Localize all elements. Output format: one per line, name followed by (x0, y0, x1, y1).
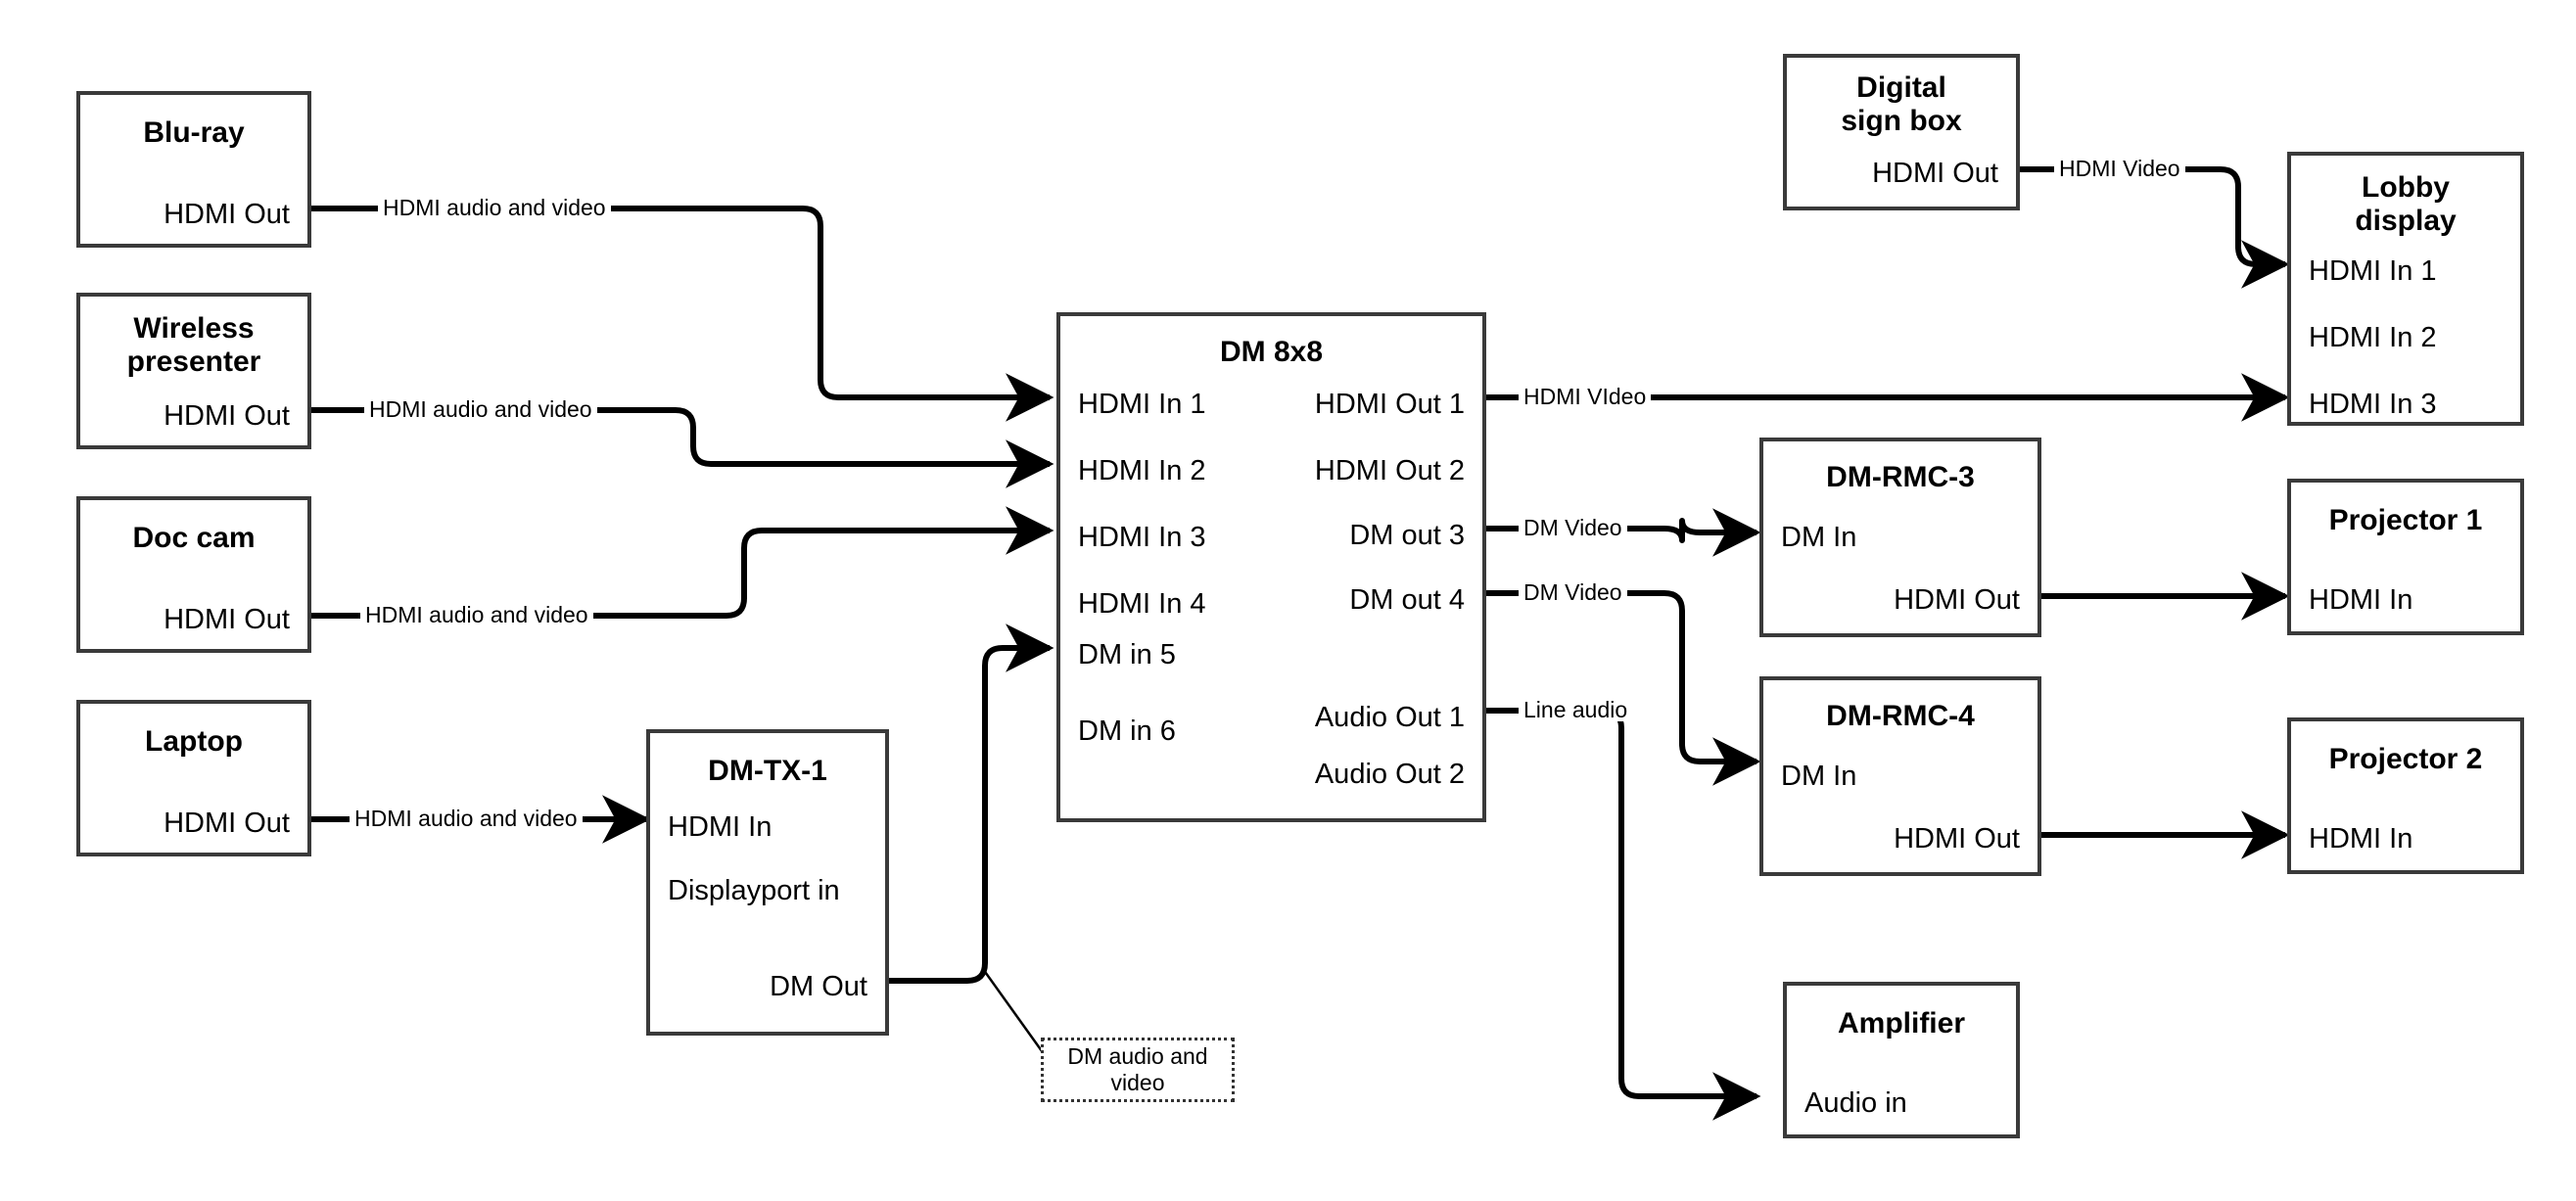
wire-label-bluray-to-dm8x8: HDMI audio and video (378, 197, 611, 219)
note-leader-line (981, 968, 1047, 1056)
port-dm-rmc-4-hdmi-out[interactable]: HDMI Out (1894, 823, 2020, 855)
node-lobby-display-title: Lobby display (2355, 171, 2457, 237)
wire-label-wireless-to-dm8x8: HDMI audio and video (364, 398, 597, 421)
node-doc-cam-title: Doc cam (132, 522, 256, 554)
node-projector-1-title: Projector 1 (2328, 504, 2483, 536)
wire-signbox-to-lobby (2020, 166, 2290, 289)
port-wireless-presenter-hdmi-out[interactable]: HDMI Out (164, 400, 290, 432)
node-projector-1[interactable]: Projector 1 HDMI In (2287, 479, 2524, 635)
port-dm-8x8-hdmi-out-2[interactable]: HDMI Out 2 (1314, 455, 1465, 486)
node-amplifier[interactable]: Amplifier Audio in (1783, 982, 2020, 1138)
node-dm-tx-1-title: DM-TX-1 (708, 755, 827, 787)
node-laptop-title: Laptop (145, 725, 243, 758)
port-projector-1-hdmi-in[interactable]: HDMI In (2309, 584, 2413, 616)
port-laptop-hdmi-out[interactable]: HDMI Out (164, 808, 290, 839)
node-amplifier-title: Amplifier (1837, 1007, 1966, 1039)
node-dm-rmc-3-title: DM-RMC-3 (1826, 461, 1975, 493)
annotation-dm-audio-video-text: DM audio and video (1067, 1042, 1208, 1095)
port-doc-cam-hdmi-out[interactable]: HDMI Out (164, 604, 290, 635)
port-bluray-hdmi-out[interactable]: HDMI Out (164, 199, 290, 230)
wire-label-doccam-to-dm8x8: HDMI audio and video (360, 604, 593, 626)
node-laptop[interactable]: Laptop HDMI Out (76, 700, 311, 856)
port-dm-8x8-audio-out-2[interactable]: Audio Out 2 (1314, 759, 1465, 790)
node-dm-rmc-4-title: DM-RMC-4 (1826, 700, 1975, 732)
port-dm-8x8-dm-in-5[interactable]: DM in 5 (1078, 639, 1176, 670)
port-dm-8x8-audio-out-1[interactable]: Audio Out 1 (1314, 702, 1465, 733)
port-dm-8x8-dm-out-3[interactable]: DM out 3 (1349, 520, 1465, 551)
node-bluray-title: Blu-ray (143, 116, 245, 149)
port-lobby-display-hdmi-in-1[interactable]: HDMI In 1 (2309, 255, 2437, 287)
node-dm-8x8-title: DM 8x8 (1219, 336, 1324, 368)
node-dm-tx-1[interactable]: DM-TX-1 HDMI In Displayport in DM Out (646, 729, 889, 1036)
wire-bluray-to-dm8x8 (311, 206, 1054, 422)
port-dm-rmc-3-dm-in[interactable]: DM In (1781, 522, 1857, 553)
wire-dm8x8-to-amplifier (1486, 708, 1761, 1121)
port-dm-tx-1-hdmi-in[interactable]: HDMI In (668, 811, 773, 843)
port-lobby-display-hdmi-in-2[interactable]: HDMI In 2 (2309, 322, 2437, 353)
port-lobby-display-hdmi-in-3[interactable]: HDMI In 3 (2309, 389, 2437, 420)
node-digital-sign-box-title: Digital sign box (1841, 71, 1962, 137)
wire-dm8x8-to-rmc4 (1486, 590, 1761, 786)
wire-label-dm8x8-to-rmc4: DM Video (1519, 581, 1627, 604)
port-dm-8x8-hdmi-in-3[interactable]: HDMI In 3 (1078, 522, 1206, 553)
wire-label-dm8x8-to-amplifier: Line audio (1519, 699, 1633, 721)
wire-label-dm8x8-to-rmc3: DM Video (1519, 517, 1627, 539)
node-projector-2-title: Projector 2 (2328, 743, 2483, 775)
node-doc-cam[interactable]: Doc cam HDMI Out (76, 496, 311, 653)
port-amplifier-audio-in[interactable]: Audio in (1804, 1087, 1907, 1119)
port-projector-2-hdmi-in[interactable]: HDMI In (2309, 823, 2413, 855)
node-bluray[interactable]: Blu-ray HDMI Out (76, 91, 311, 248)
port-digital-sign-box-hdmi-out[interactable]: HDMI Out (1872, 158, 1998, 189)
annotation-dm-audio-video-note: DM audio and video (1041, 1038, 1235, 1102)
port-dm-8x8-dm-in-6[interactable]: DM in 6 (1078, 716, 1176, 747)
node-wireless-presenter[interactable]: Wireless presenter HDMI Out (76, 293, 311, 449)
node-wireless-presenter-title: Wireless presenter (126, 312, 261, 378)
port-dm-rmc-4-dm-in[interactable]: DM In (1781, 761, 1857, 792)
port-dm-8x8-hdmi-in-1[interactable]: HDMI In 1 (1078, 389, 1206, 420)
wire-label-signbox-to-lobby: HDMI Video (2054, 158, 2185, 180)
node-dm-rmc-3[interactable]: DM-RMC-3 DM In HDMI Out (1759, 438, 2041, 637)
node-digital-sign-box[interactable]: Digital sign box HDMI Out (1783, 54, 2020, 210)
port-dm-rmc-3-hdmi-out[interactable]: HDMI Out (1894, 584, 2020, 616)
port-dm-8x8-dm-out-4[interactable]: DM out 4 (1349, 584, 1465, 616)
wire-label-laptop-to-dmtx1: HDMI audio and video (350, 808, 583, 830)
port-dm-8x8-hdmi-in-4[interactable]: HDMI In 4 (1078, 588, 1206, 620)
wire-dmtx1-to-dm8x8 (889, 624, 1054, 984)
node-dm-rmc-4[interactable]: DM-RMC-4 DM In HDMI Out (1759, 676, 2041, 876)
node-dm-8x8[interactable]: DM 8x8 HDMI In 1 HDMI In 2 HDMI In 3 HDM… (1056, 312, 1486, 822)
port-dm-tx-1-displayport-in[interactable]: Displayport in (668, 875, 840, 906)
port-dm-8x8-hdmi-out-1[interactable]: HDMI Out 1 (1314, 389, 1465, 420)
wire-label-dm8x8-to-lobby: HDMI VIdeo (1519, 386, 1652, 408)
port-dm-tx-1-dm-out[interactable]: DM Out (770, 971, 867, 1002)
node-projector-2[interactable]: Projector 2 HDMI In (2287, 717, 2524, 874)
port-dm-8x8-hdmi-in-2[interactable]: HDMI In 2 (1078, 455, 1206, 486)
node-lobby-display[interactable]: Lobby display HDMI In 1 HDMI In 2 HDMI I… (2287, 152, 2524, 426)
